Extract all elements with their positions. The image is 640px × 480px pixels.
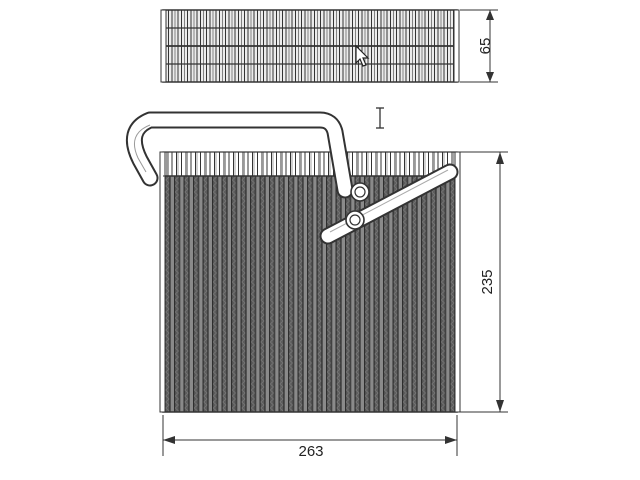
pipe-fitting-upper	[350, 182, 370, 202]
depth-dimension-label: 65	[477, 38, 494, 55]
evaporator-core	[162, 175, 458, 413]
pipe-fitting-lower	[345, 210, 365, 230]
height-dimension-label: 235	[479, 269, 496, 294]
header-tank	[162, 151, 458, 179]
width-dimension: 263	[162, 415, 458, 460]
top-view	[160, 9, 460, 83]
width-dimension-label: 263	[298, 443, 323, 460]
height-dimension: 235	[460, 151, 508, 413]
arrow-cursor-icon	[355, 44, 370, 67]
inlet-pipe	[125, 111, 354, 199]
i-beam-cursor-icon	[376, 107, 384, 129]
front-view	[159, 151, 461, 413]
depth-dimension: 65	[460, 9, 498, 83]
